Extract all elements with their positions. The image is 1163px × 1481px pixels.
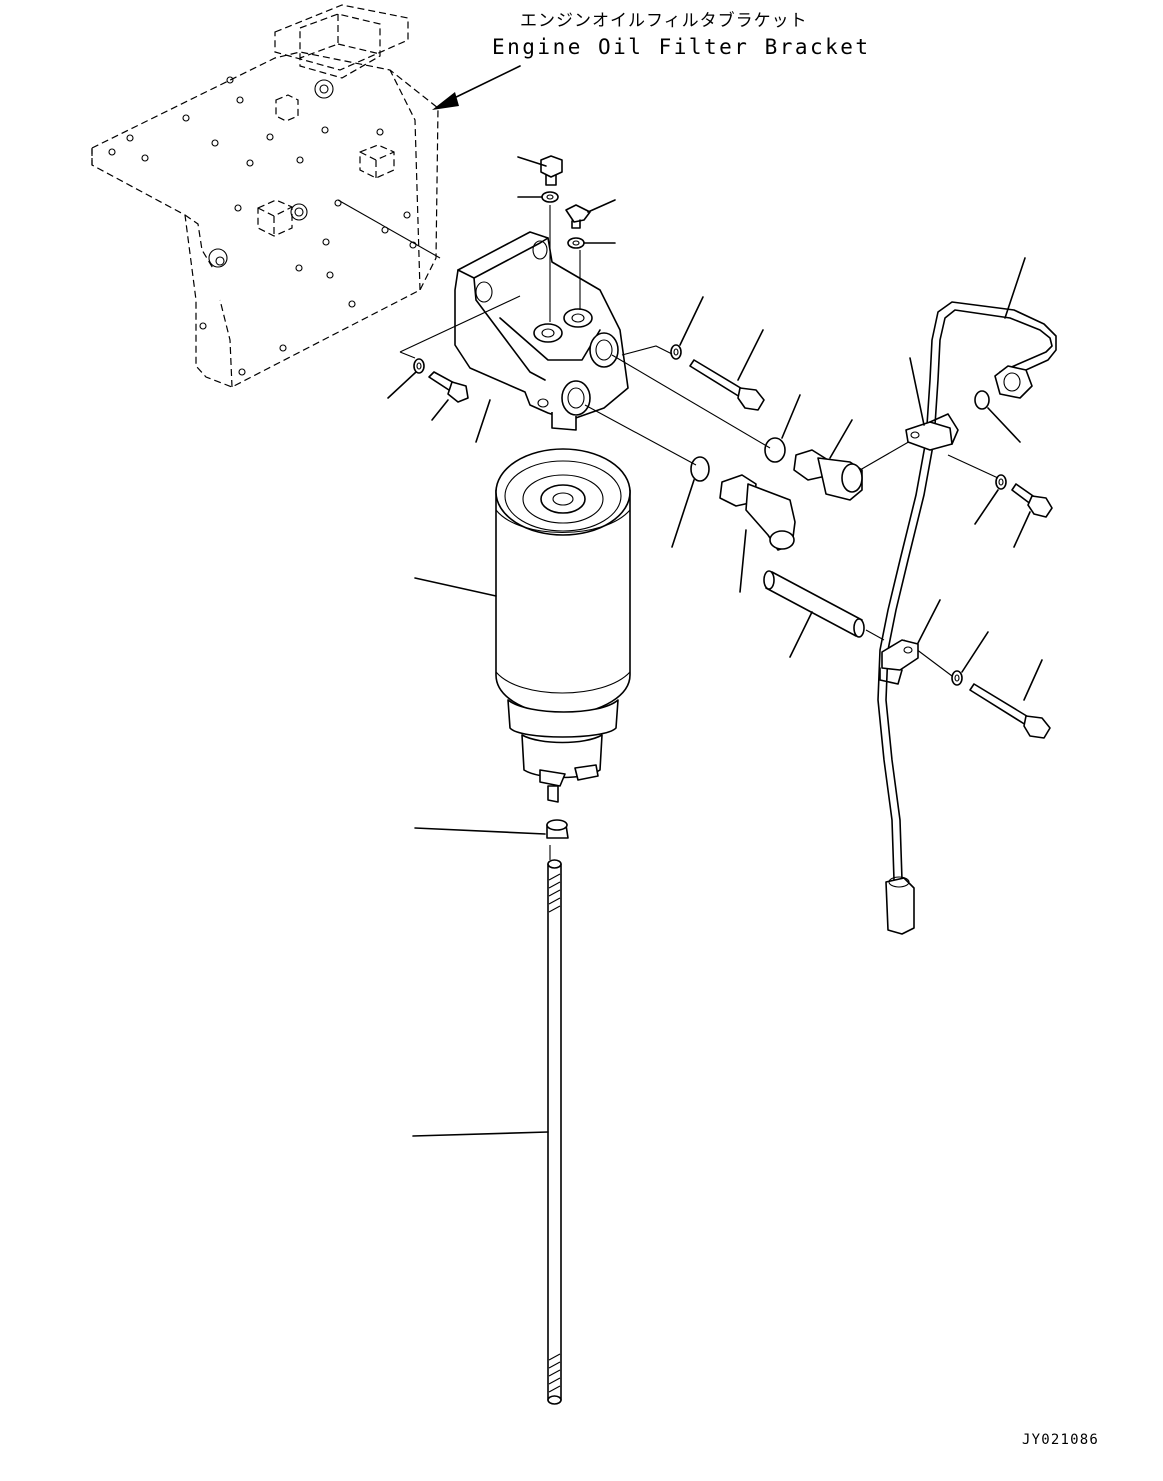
washers — [413, 191, 1007, 686]
fuel-pipe — [877, 301, 1057, 935]
drain-cock — [546, 819, 569, 839]
callout-arrow — [432, 65, 521, 110]
clamp-upper — [905, 413, 959, 451]
hose-sleeve — [763, 570, 865, 638]
o-rings — [690, 390, 990, 482]
elbow-fitting — [793, 449, 863, 501]
sensor-switch — [719, 474, 796, 551]
filter-cartridge — [495, 448, 631, 803]
leader-lines — [387, 156, 1043, 1137]
engine-oil-filter-bracket-phantom — [91, 4, 439, 388]
callout-english-label: Engine Oil Filter Bracket — [492, 35, 871, 59]
drawing-code: JY021086 — [1022, 1432, 1100, 1448]
bolts — [428, 155, 1053, 739]
assembly-lines — [337, 199, 999, 860]
clamp-lower — [879, 639, 919, 685]
drain-tube — [547, 859, 562, 1405]
callout-japanese-label: エンジンオイルフィルタブラケット — [520, 11, 808, 31]
filter-head — [399, 231, 629, 431]
